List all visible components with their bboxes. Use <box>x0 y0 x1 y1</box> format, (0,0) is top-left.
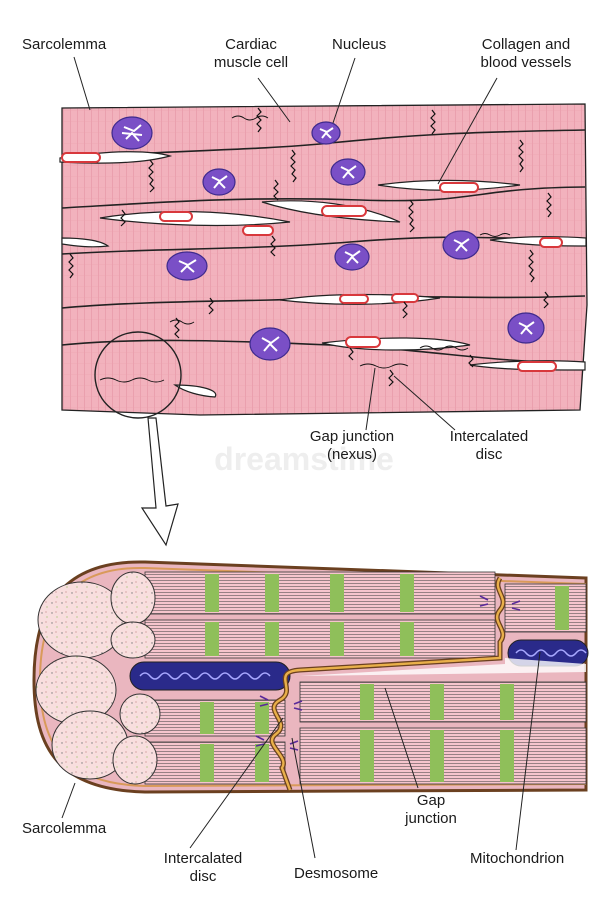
mitochondria <box>129 639 589 691</box>
tissue-block <box>59 103 588 419</box>
bottom-leader-lines <box>61 651 541 859</box>
intercalated-disc-step <box>255 576 521 791</box>
nucleus <box>330 158 366 186</box>
capillaries <box>61 152 563 372</box>
label-gap-junction-nexus: Gap junction (nexus) <box>309 428 395 463</box>
label-sarcolemma-bottom: Sarcolemma <box>22 820 107 837</box>
nucleus <box>111 116 153 150</box>
zoom-arrow <box>140 417 179 547</box>
nucleus <box>311 121 341 145</box>
sarcomere-bands <box>200 574 569 782</box>
label-intercalated-disc-bottom: Intercalated disc <box>163 850 243 885</box>
gap-junction-lines <box>99 115 511 383</box>
capillary <box>539 237 563 248</box>
capillary <box>517 361 557 372</box>
label-intercalated-disc-top: Intercalated disc <box>449 428 529 463</box>
top-leader-lines <box>73 56 498 431</box>
label-cardiac-muscle-cell: Cardiac muscle cell <box>213 36 289 71</box>
label-gap-junction-bottom: Gap junction <box>405 792 457 827</box>
nucleus <box>334 243 370 271</box>
nuclei <box>111 116 545 361</box>
watermark-text: dreamstime <box>214 441 394 477</box>
label-collagen-blood-vessels: Collagen and blood vessels <box>480 36 572 71</box>
label-sarcolemma-top: Sarcolemma <box>22 36 107 53</box>
capillary <box>242 225 274 236</box>
label-desmosome: Desmosome <box>294 865 379 882</box>
intercalated-discs <box>68 107 552 387</box>
nucleus <box>166 251 208 281</box>
capillary <box>439 182 479 193</box>
capillary <box>391 293 419 303</box>
enlarged-fibre <box>32 560 589 794</box>
capillary <box>61 152 101 163</box>
capillary <box>321 205 367 217</box>
label-mitochondrion: Mitochondrion <box>470 850 565 867</box>
desmosome-marks <box>255 595 521 751</box>
capillary <box>345 336 381 348</box>
nucleus <box>202 168 236 196</box>
nucleus <box>507 312 545 344</box>
label-nucleus: Nucleus <box>332 36 387 53</box>
interfibre-gap <box>300 658 586 676</box>
magnifier-circle <box>94 331 182 419</box>
nucleus <box>442 230 480 260</box>
capillary <box>159 211 193 222</box>
cross-sections <box>35 571 161 785</box>
nucleus <box>249 327 291 361</box>
capillary <box>339 294 369 304</box>
